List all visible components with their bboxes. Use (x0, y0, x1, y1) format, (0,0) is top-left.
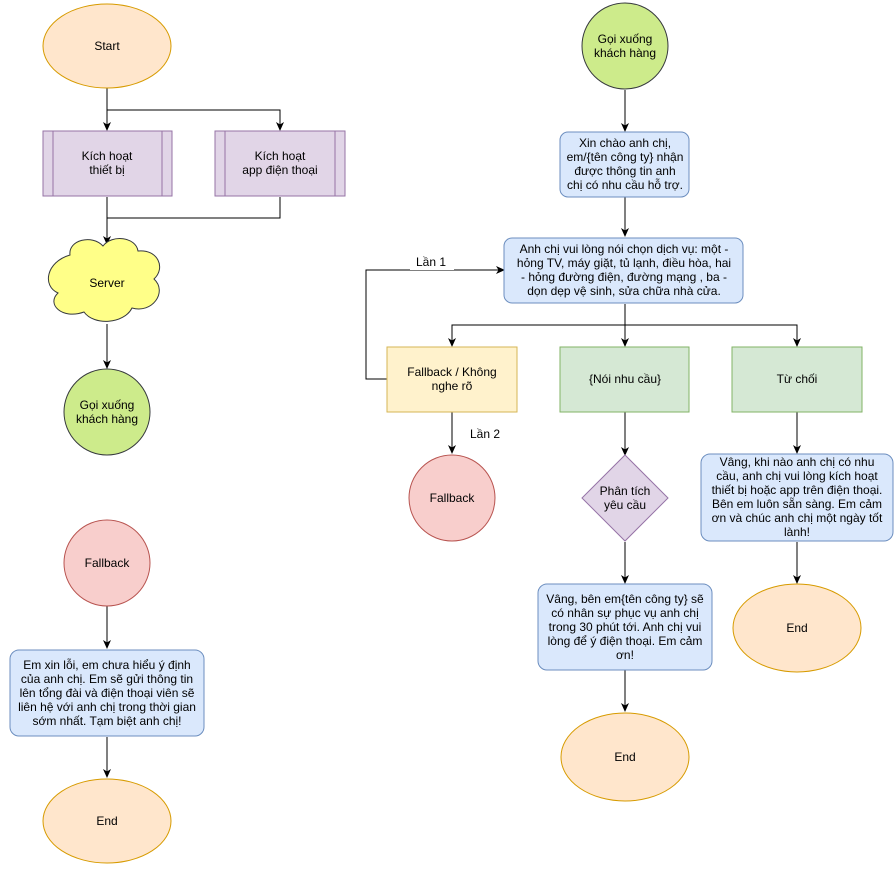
refuse-line: Từ chối (777, 372, 818, 386)
goodbye-line: ơn và chúc anh chị một ngày tốt (712, 511, 883, 525)
menu-line: Anh chị vui lòng nói chọn dịch vụ: một - (520, 242, 729, 256)
apology-line: liên hệ với anh chị trong thời gian (18, 700, 196, 714)
goodbye-line: lành! (784, 525, 810, 539)
end-mid-line: End (614, 750, 635, 764)
fallback-left: Fallback (63, 519, 151, 607)
end-right-label: End (786, 621, 807, 635)
goodbye-line: thiết bị hoặc app trên điện thoại. (712, 483, 883, 497)
fallback-mid-label: Fallback (430, 491, 476, 505)
end-mid-terminal: End (560, 712, 690, 802)
end-left-line: End (96, 814, 117, 828)
apology-line: lên tổng đài và điện thoại viên sẽ (20, 686, 195, 700)
greeting-line: Xin chào anh chị, (579, 136, 671, 150)
analyze-line: yêu cầu (604, 498, 646, 512)
call-left-line: khách hàng (76, 412, 138, 426)
menu-line: - hỏng đường điện, đường mạng , ba - (521, 270, 727, 284)
confirm-line: lòng để ý điện thoại. Em cảm (548, 634, 703, 648)
end-right-terminal: End (732, 583, 862, 673)
menu-line: hỏng TV, máy giặt, tủ lạnh, điều hòa, ha… (517, 256, 731, 270)
confirm-line: trong 30 phút tới. Anh chị vui (549, 620, 702, 634)
edge-label-bg (410, 254, 454, 270)
analyze-line: Phân tích (600, 484, 651, 498)
fallback-left-line: Fallback (85, 556, 131, 570)
end-mid-label: End (614, 750, 635, 764)
start-label: Start (94, 39, 120, 53)
edge-label-lan2: Lần 2 (470, 427, 500, 441)
service-menu-message: Anh chị vui lòng nói chọn dịch vụ: một -… (503, 237, 744, 304)
start-terminal: Start (42, 3, 172, 89)
edge-menu-to-refuse (625, 324, 801, 347)
end-left-terminal: End (42, 778, 172, 864)
greeting-line: được thông tin anh (574, 164, 675, 178)
server-cloud: Server (48, 238, 160, 322)
goodbye-line: cầu, anh chị vui lòng kích hoạt (716, 469, 878, 483)
call-left-line: Gọi xuống (80, 398, 135, 412)
menu-line: dọn dẹp vệ sinh, sửa chữa nhà cửa. (527, 284, 721, 298)
confirm-line: ơn! (616, 648, 634, 662)
edges (103, 88, 801, 778)
end-left-label: End (96, 814, 117, 828)
need-line: {Nói nhu cầu} (589, 372, 661, 386)
menu-label: Anh chị vui lòng nói chọn dịch vụ: một -… (517, 242, 731, 298)
edge-activate-app-to-server (107, 197, 281, 219)
call-right-line: khách hàng (594, 46, 656, 60)
apology-line: Em xin lỗi, em chưa hiểu ý định (23, 657, 190, 672)
fallback-mid-line: Fallback (430, 491, 476, 505)
fallback-left-label: Fallback (85, 556, 131, 570)
fallback-middle: Fallback (408, 454, 496, 542)
apology-line: sớm nhất. Tạm biệt anh chị! (32, 714, 181, 728)
need-label: {Nói nhu cầu} (589, 372, 661, 386)
start-line: Start (94, 39, 120, 53)
edge-start-to-activate-app (107, 109, 284, 131)
activate-device-line: thiết bị (89, 163, 124, 177)
call-right-line: Gọi xuống (598, 32, 653, 46)
greeting-line: em/{tên công ty} nhận (567, 150, 684, 164)
goodbye-line: Vâng, khi nào anh chị có nhu (720, 455, 875, 469)
refuse-box: Từ chối (731, 346, 863, 413)
unclear-line: Fallback / Không (407, 365, 496, 379)
goodbye-line: Bên em luôn sẵn sàng. Em cảm (712, 496, 882, 511)
activate-app-line: Kích hoạt (255, 149, 306, 163)
server-label: Server (89, 276, 124, 290)
confirm-line: có nhân sự phục vụ anh chị (551, 606, 698, 620)
greeting-line: chị có nhu cầu hỗ trợ. (567, 177, 683, 192)
state-need-box: {Nói nhu cầu} (559, 346, 690, 413)
apology-line: của anh chị. Em sẽ gửi thông tin (21, 672, 193, 686)
end-right-line: End (786, 621, 807, 635)
unclear-line: nghe rõ (432, 379, 473, 393)
confirm-line: Vâng, bên em{tên công ty} sẽ (546, 592, 704, 606)
server-line: Server (89, 276, 124, 290)
edge-menu-to-unclear (448, 304, 626, 347)
refuse-label: Từ chối (777, 372, 818, 386)
edge-label-lan1: Lần 1 (416, 255, 446, 269)
activate-device-line: Kích hoạt (82, 149, 133, 163)
activate-app-line: app điện thoại (242, 163, 317, 177)
